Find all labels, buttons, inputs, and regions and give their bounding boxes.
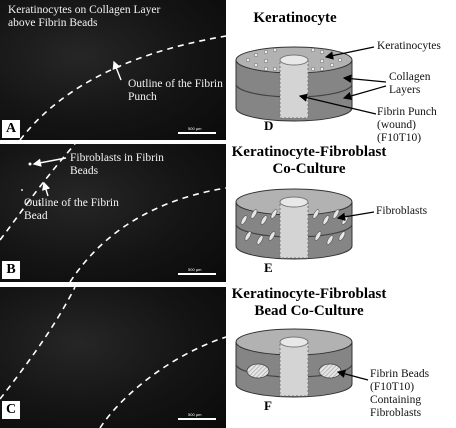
schematic-e-title: Keratinocyte-Fibroblast Co-Culture (231, 144, 387, 177)
panel-b-fibroblast-label: Fibroblasts in Fibrin Beads (70, 152, 164, 177)
fibroblast-cells (240, 209, 349, 245)
panel-c-overlay (0, 287, 226, 428)
panel-b-scale-bar (178, 273, 216, 275)
fibroblasts-arrow (336, 211, 375, 221)
fibrin-bead-outline-right (99, 336, 226, 428)
fibrin-beads-arrow (336, 369, 369, 381)
panel-a-scale-text: 500 µm (188, 126, 202, 131)
fibrin-bead (318, 363, 342, 379)
schematic-d-title: Keratinocyte (253, 10, 337, 26)
fibroblast-dot (28, 162, 32, 166)
collagen-arrow-upper (342, 74, 387, 83)
schematic-e-letter: E (264, 260, 273, 275)
panel-b-overlay (0, 144, 226, 282)
fibrin-bead-outline-left (0, 144, 76, 241)
bead-co-culture-model (235, 328, 353, 398)
schematic-diagrams (235, 46, 387, 398)
panel-a-caption: Keratinocytes on Collagen Layer above Fi… (8, 4, 161, 29)
fibroblast-arrow (32, 157, 67, 167)
fibrin-beads-label: Fibrin Beads (F10T10) Containing Fibrobl… (370, 368, 430, 419)
panel-c-label: C (2, 401, 20, 419)
fibrin-bead-outline-left (0, 287, 76, 400)
schematic-f-letter: F (264, 398, 272, 413)
keratinocyte-model (235, 46, 353, 122)
panel-a-outline-label: Outline of the Fibrin Punch (128, 78, 223, 103)
schematic-d-letter: D (264, 118, 274, 133)
micrograph-panel-a: Keratinocytes on Collagen Layer above Fi… (0, 0, 226, 140)
keratinocytes-label: Keratinocytes (377, 40, 441, 52)
schematic-f-title: Keratinocyte-Fibroblast Bead Co-Culture (231, 286, 387, 319)
panel-b-scale-text: 500 µm (188, 267, 202, 272)
fibrin-bead (246, 363, 270, 379)
fibroblast-dot (21, 189, 23, 191)
micrograph-panel-b: Fibroblasts in Fibrin Beads Outline of t… (0, 144, 226, 282)
panel-b-label: B (2, 261, 20, 279)
bead-outline-arrow (42, 181, 51, 197)
collagen-arrow-lower (342, 85, 387, 101)
panel-c-scale-bar (178, 418, 216, 420)
fibrin-punch-arrow (298, 93, 377, 115)
fibroblasts-label: Fibroblasts (376, 205, 428, 217)
micrograph-panel-c: C 500 µm (0, 287, 226, 428)
fibroblast-dot (39, 203, 41, 205)
collagen-layers-label: Collagen Layers (389, 71, 431, 96)
fibrin-bead-outline-right (69, 187, 226, 282)
fibrin-punch-label: Fibrin Punch (wound) (F10T10) (377, 106, 437, 144)
panel-b-outline-label: Outline of the Fibrin Bead (24, 197, 119, 222)
panel-a-label: A (2, 120, 20, 138)
panel-a-overlay (19, 35, 226, 140)
punch-outline-arrow (112, 60, 122, 81)
co-culture-model (235, 188, 353, 260)
panel-a-scale-bar (178, 132, 216, 134)
keratinocytes-arrow (324, 46, 375, 60)
panel-c-scale-text: 500 µm (188, 412, 202, 417)
